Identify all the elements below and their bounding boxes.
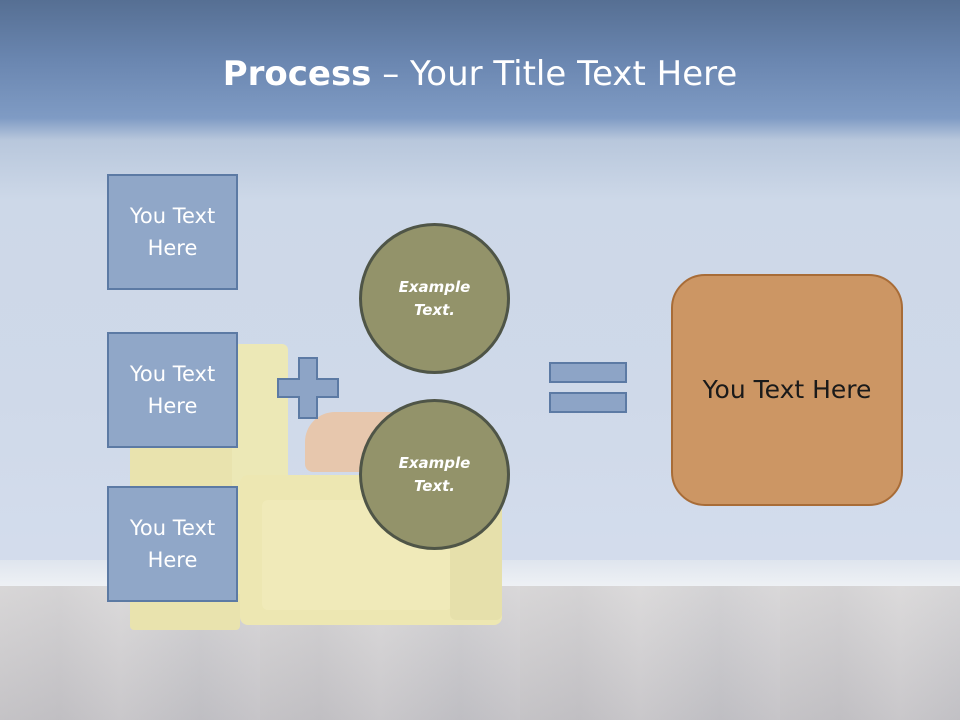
plus-icon[interactable] xyxy=(277,357,339,419)
example-circle-2[interactable]: Example Text. xyxy=(359,399,510,550)
example-circle-1-line2: Text. xyxy=(413,300,455,319)
left-text-box-3-line1: You Text xyxy=(129,516,216,540)
result-box-label: You Text Here xyxy=(702,375,872,404)
slide-title[interactable]: Process – Your Title Text Here xyxy=(0,50,960,98)
left-text-box-3-line2: Here xyxy=(147,548,198,572)
left-text-box-1-line1: You Text xyxy=(129,204,216,228)
left-text-box-1-label: You Text Here xyxy=(130,200,215,264)
example-circle-1-line1: Example xyxy=(398,277,471,296)
example-circle-1[interactable]: Example Text. xyxy=(359,223,510,374)
slide-title-bold: Process xyxy=(222,54,372,94)
result-box[interactable]: You Text Here xyxy=(671,274,903,506)
left-text-box-1[interactable]: You Text Here xyxy=(107,174,238,290)
example-circle-2-line1: Example xyxy=(398,453,471,472)
example-circle-2-line2: Text. xyxy=(413,476,455,495)
left-text-box-2[interactable]: You Text Here xyxy=(107,332,238,448)
left-text-box-2-line2: Here xyxy=(147,394,198,418)
example-circle-2-label: Example Text. xyxy=(399,452,471,498)
left-text-box-2-line1: You Text xyxy=(129,362,216,386)
equals-bar-bottom xyxy=(549,392,627,413)
equals-bar-top xyxy=(549,362,627,383)
example-circle-1-label: Example Text. xyxy=(399,276,471,322)
left-text-box-3[interactable]: You Text Here xyxy=(107,486,238,602)
left-text-box-2-label: You Text Here xyxy=(130,358,215,422)
left-text-box-1-line2: Here xyxy=(147,236,198,260)
slide-title-rest: – Your Title Text Here xyxy=(371,54,738,94)
left-text-box-3-label: You Text Here xyxy=(130,512,215,576)
